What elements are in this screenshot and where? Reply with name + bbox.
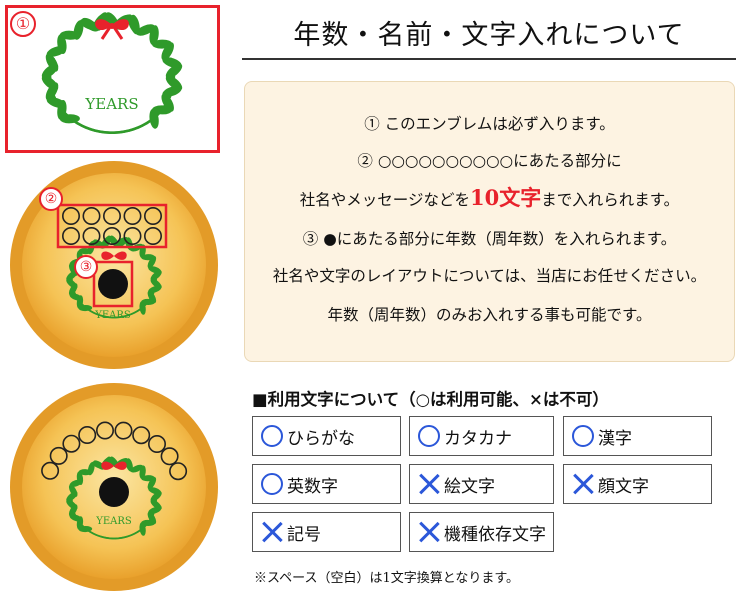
character-placeholder: [123, 227, 142, 246]
character-placeholder: [169, 462, 188, 481]
character-placeholder: [41, 461, 60, 480]
character-placeholder-circles: [61, 206, 163, 246]
allowed-circle-icon: [418, 425, 440, 447]
char-type-label: 絵文字: [444, 476, 495, 497]
years-label: YEARS: [94, 310, 131, 321]
char-type-label: 英数字: [287, 476, 338, 497]
char-type-katakana: カタカナ: [409, 416, 554, 456]
char-type-hiragana: ひらがな: [252, 416, 401, 456]
character-placeholder: [123, 206, 142, 225]
character-placeholder: [61, 227, 80, 246]
char-type-symbols: 記号: [252, 512, 401, 552]
page-title: 年数・名前・文字入れについて: [242, 14, 736, 60]
character-placeholder: [78, 425, 97, 444]
character-placeholder: [82, 206, 101, 225]
char-type-label: 顔文字: [598, 476, 649, 497]
info-line-1: ① このエンブレムは必ず入ります。: [364, 115, 615, 133]
char-type-alnum: 英数字: [252, 464, 401, 504]
ribbon-bow-icon: [101, 251, 127, 260]
not-allowed-cross-icon: [261, 521, 283, 543]
coin-sample-2: YEARS: [10, 383, 218, 591]
char-type-label: 機種依存文字: [444, 524, 546, 545]
char-type-label: ひらがな: [287, 428, 355, 449]
allowed-circle-icon: [261, 425, 283, 447]
badge-3: ③: [74, 255, 98, 279]
char-type-label: 記号: [287, 524, 321, 545]
character-placeholder: [144, 206, 163, 225]
character-placeholder: [103, 227, 122, 246]
usage-heading: ■利用文字について（○は利用可能、×は不可）: [252, 390, 609, 409]
year-placeholder-dot: [98, 269, 128, 299]
years-label: YEARS: [84, 95, 138, 113]
character-placeholder: [148, 434, 167, 453]
not-allowed-cross-icon: [418, 521, 440, 543]
info-panel: ① このエンブレムは必ず入ります。 ② ○○○○○○○○○○にあたる部分に 社名…: [244, 81, 735, 362]
allowed-circle-icon: [261, 473, 283, 495]
ribbon-bow-icon: [101, 461, 127, 470]
char-type-emoji: 絵文字: [409, 464, 554, 504]
badge-1: ①: [10, 11, 36, 37]
character-placeholder-circles: [41, 421, 188, 481]
char-type-kanji: 漢字: [563, 416, 712, 456]
character-placeholder: [96, 421, 115, 440]
character-placeholder: [82, 227, 101, 246]
character-placeholder: [132, 426, 151, 445]
info-line-2: ② ○○○○○○○○○○にあたる部分に: [357, 152, 622, 170]
year-area-highlight: [92, 260, 134, 308]
coin-sample-1: YEARS: [10, 161, 218, 369]
character-placeholder: [103, 206, 122, 225]
character-placeholder: [160, 447, 179, 466]
years-label: YEARS: [95, 516, 132, 527]
char-type-label: 漢字: [598, 428, 632, 449]
char-limit-highlight: 10文字: [470, 185, 542, 210]
info-line-3-post: まで入れられます。: [541, 191, 680, 209]
character-placeholder: [144, 227, 163, 246]
character-placeholder: [62, 434, 81, 453]
info-line-4: ③ ●にあたる部分に年数（周年数）を入れられます。: [302, 230, 677, 248]
info-line-6: 年数（周年数）のみお入れする事も可能です。: [327, 306, 652, 324]
char-type-platform-dependent: 機種依存文字: [409, 512, 554, 552]
char-type-emoticon: 顔文字: [563, 464, 712, 504]
footnote: ※スペース（空白）は1文字換算となります。: [254, 571, 520, 586]
char-type-label: カタカナ: [444, 428, 512, 449]
badge-2: ②: [39, 187, 63, 211]
not-allowed-cross-icon: [572, 473, 594, 495]
text-area-highlight: [56, 203, 168, 249]
allowed-circle-icon: [572, 425, 594, 447]
emblem-illustration: YEARS ①: [5, 5, 220, 153]
info-line-3-pre: 社名やメッセージなどを: [299, 191, 470, 209]
year-placeholder-dot: [99, 477, 129, 507]
ribbon-bow-icon: [95, 19, 129, 40]
character-placeholder: [61, 206, 80, 225]
info-line-5: 社名や文字のレイアウトについては、当店にお任せください。: [272, 267, 707, 285]
laurel-wreath-icon: YEARS: [41, 12, 183, 135]
info-line-3: 社名やメッセージなどを10文字まで入れられます。: [245, 182, 734, 212]
not-allowed-cross-icon: [418, 473, 440, 495]
character-placeholder: [114, 421, 133, 440]
character-placeholder: [49, 446, 68, 465]
